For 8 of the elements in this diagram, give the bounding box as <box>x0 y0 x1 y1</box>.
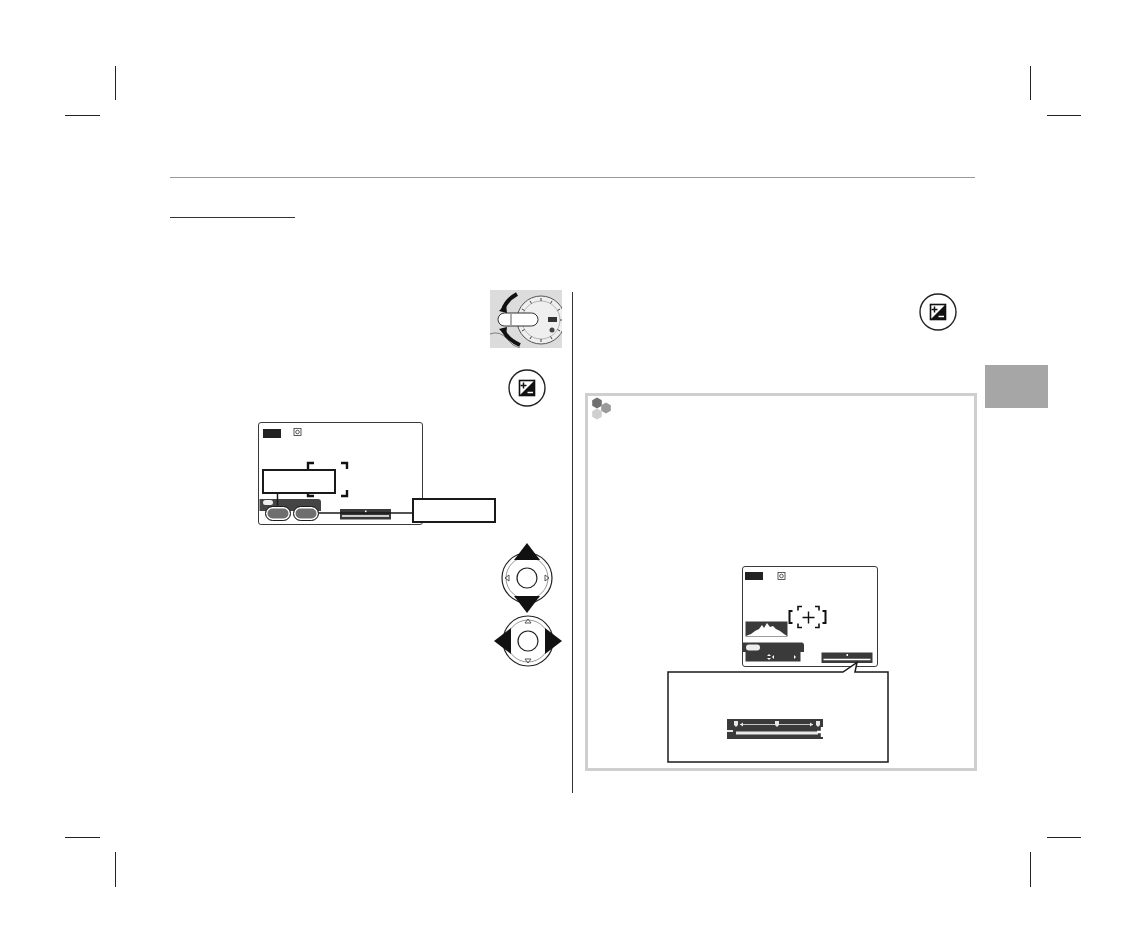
lcd-screen <box>258 422 423 525</box>
callout-bubble <box>667 661 889 763</box>
callout-box <box>261 468 336 494</box>
lcd-screen <box>742 566 878 667</box>
leader-line <box>317 512 413 514</box>
tip-panel <box>585 393 977 771</box>
callout-box <box>412 498 496 523</box>
leader-line <box>276 492 279 507</box>
